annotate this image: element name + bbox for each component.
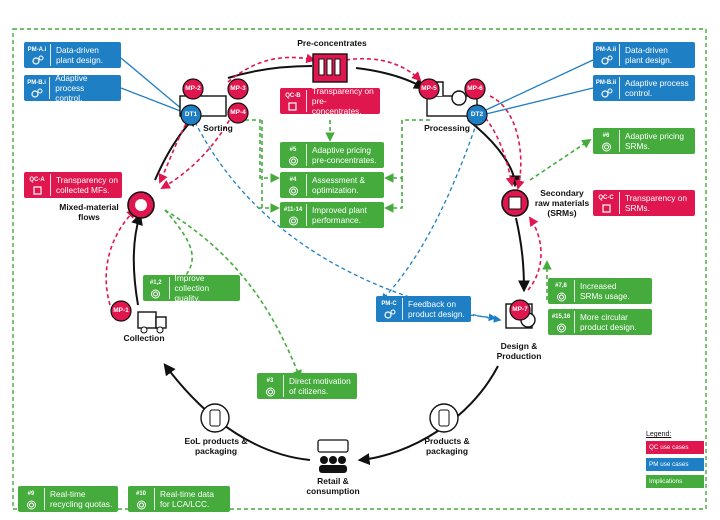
card-qc-c[interactable]: QC-C Transparency on SRMs.: [593, 190, 695, 216]
card-im-1-2-text: Improve collection quality.: [174, 273, 210, 303]
label-processing: Processing: [424, 123, 470, 133]
products-packaging-icon: [429, 403, 459, 433]
card-im-7-8[interactable]: #7,8 Increased SRMs usage.: [548, 278, 652, 304]
chip-icon: [32, 186, 42, 195]
card-im-6[interactable]: #6 Adaptive pricing SRMs.: [593, 128, 695, 154]
fingerprint-icon: [556, 323, 566, 333]
fingerprint-icon: [136, 500, 146, 510]
gear-icon: [600, 55, 612, 65]
pre-concentrates-icon: [312, 53, 348, 83]
fingerprint-icon: [556, 292, 566, 302]
card-im-1-2[interactable]: #1,2 Improve collection quality.: [143, 273, 240, 303]
dt1-badge[interactable]: DT1: [184, 111, 198, 118]
dt2-badge[interactable]: DT2: [470, 111, 484, 118]
fingerprint-icon: [26, 500, 36, 510]
card-im-9-text: Real-time recycling quotas.: [50, 489, 113, 509]
qc-flows: [105, 53, 542, 306]
chip-icon: [288, 102, 298, 111]
card-im-15-16-text: More circular product design.: [580, 312, 637, 332]
srm-icon: [501, 189, 529, 217]
mp1-badge[interactable]: MP-1: [113, 307, 129, 314]
retail-consumption-icon: [317, 439, 349, 473]
fingerprint-icon: [601, 142, 611, 152]
card-im-3-text: Direct motivation of citizens.: [289, 376, 351, 396]
card-pm-a-i[interactable]: PM-A.i Data-driven plant design.: [24, 42, 121, 68]
card-pm-a-ii-text: Data-driven plant design.: [625, 45, 673, 65]
card-im-5-text: Adaptive pricing pre-concentrates.: [312, 145, 377, 165]
gear-icon: [31, 55, 43, 65]
card-im-4[interactable]: #4 Assessment & optimization.: [280, 172, 384, 198]
card-pm-b-i-text: Adaptive process control.: [55, 73, 88, 103]
card-qc-b-text: Transparency on pre-concentrates.: [311, 86, 374, 116]
mixed-material-flows-icon: [127, 191, 155, 219]
mp2-badge[interactable]: MP-2: [185, 85, 201, 92]
material-cycle: [131, 65, 530, 466]
fingerprint-icon: [151, 289, 161, 299]
label-design-production: Design & Production: [496, 341, 542, 361]
card-im-11-14-text: Improved plant performance.: [312, 205, 367, 225]
fingerprint-icon: [265, 387, 275, 397]
collection-truck-icon: [137, 311, 167, 334]
mp4-badge[interactable]: MP-4: [230, 109, 246, 116]
card-im-15-16[interactable]: #15,16 More circular product design.: [548, 309, 652, 335]
card-qc-a-text: Transparency on collected MFs.: [56, 175, 118, 195]
legend-pm: PM use cases: [646, 458, 704, 471]
gear-icon: [383, 309, 395, 319]
label-pre-concentrates: Pre-concentrates: [297, 38, 367, 48]
outer-frame: [12, 28, 707, 510]
card-pm-c[interactable]: PM-C Feedback on product design.: [376, 296, 471, 322]
label-products-packaging: Products & packaging: [424, 436, 470, 456]
gear-icon: [31, 88, 43, 98]
card-qc-c-text: Transparency on SRMs.: [625, 193, 687, 213]
card-im-9[interactable]: #9 Real-time recycling quotas.: [18, 486, 118, 512]
label-secondary-raw-materials: Secondary raw materials (SRMs): [534, 188, 590, 218]
card-pm-b-ii-text: Adaptive process control.: [625, 78, 689, 98]
card-im-4-text: Assessment & optimization.: [312, 175, 366, 195]
card-qc-b[interactable]: QC-B Transparency on pre-concentrates.: [280, 86, 380, 116]
card-pm-a-ii[interactable]: PM-A.ii Data-driven plant design.: [593, 42, 695, 68]
legend: Legend: QC use cases PM use cases Implic…: [646, 431, 704, 492]
label-collection: Collection: [123, 333, 165, 343]
fingerprint-icon: [288, 186, 298, 196]
eol-products-icon: [200, 403, 230, 433]
card-pm-a-i-text: Data-driven plant design.: [56, 45, 104, 65]
card-pm-b-i[interactable]: PM-B.i Adaptive process control.: [24, 73, 121, 103]
chip-icon: [601, 204, 611, 213]
card-im-10[interactable]: #10 Real-time data for LCA/LCC.: [128, 486, 230, 512]
card-im-6-text: Adaptive pricing SRMs.: [625, 131, 685, 151]
card-im-7-8-text: Increased SRMs usage.: [580, 281, 630, 301]
label-eol-products: EoL products & packaging: [184, 436, 248, 456]
pm-flows: [120, 57, 594, 323]
legend-qc: QC use cases: [646, 441, 704, 454]
mp7-badge[interactable]: MP-7: [512, 306, 528, 313]
card-im-10-text: Real-time data for LCA/LCC.: [160, 489, 214, 509]
label-retail-consumption: Retail & consumption: [306, 476, 360, 496]
fingerprint-icon: [288, 156, 298, 166]
card-im-3[interactable]: #3 Direct motivation of citizens.: [257, 373, 357, 399]
card-im-5[interactable]: #5 Adaptive pricing pre-concentrates.: [280, 142, 384, 168]
mp6-badge[interactable]: MP-6: [467, 85, 483, 92]
mp5-badge[interactable]: MP-5: [421, 85, 437, 92]
mp3-badge[interactable]: MP-3: [230, 85, 246, 92]
label-sorting: Sorting: [203, 123, 233, 133]
label-mixed-material-flows: Mixed-material flows: [59, 202, 119, 222]
card-im-11-14[interactable]: #11-14 Improved plant performance.: [280, 202, 384, 228]
gear-icon: [600, 88, 612, 98]
fingerprint-icon: [288, 216, 298, 226]
legend-title: Legend:: [646, 431, 672, 438]
card-qc-a[interactable]: QC-A Transparency on collected MFs.: [24, 172, 122, 198]
card-pm-b-ii[interactable]: PM-B.ii Adaptive process control.: [593, 75, 695, 101]
legend-implications: Implications: [646, 475, 704, 488]
card-pm-c-text: Feedback on product design.: [408, 299, 465, 319]
